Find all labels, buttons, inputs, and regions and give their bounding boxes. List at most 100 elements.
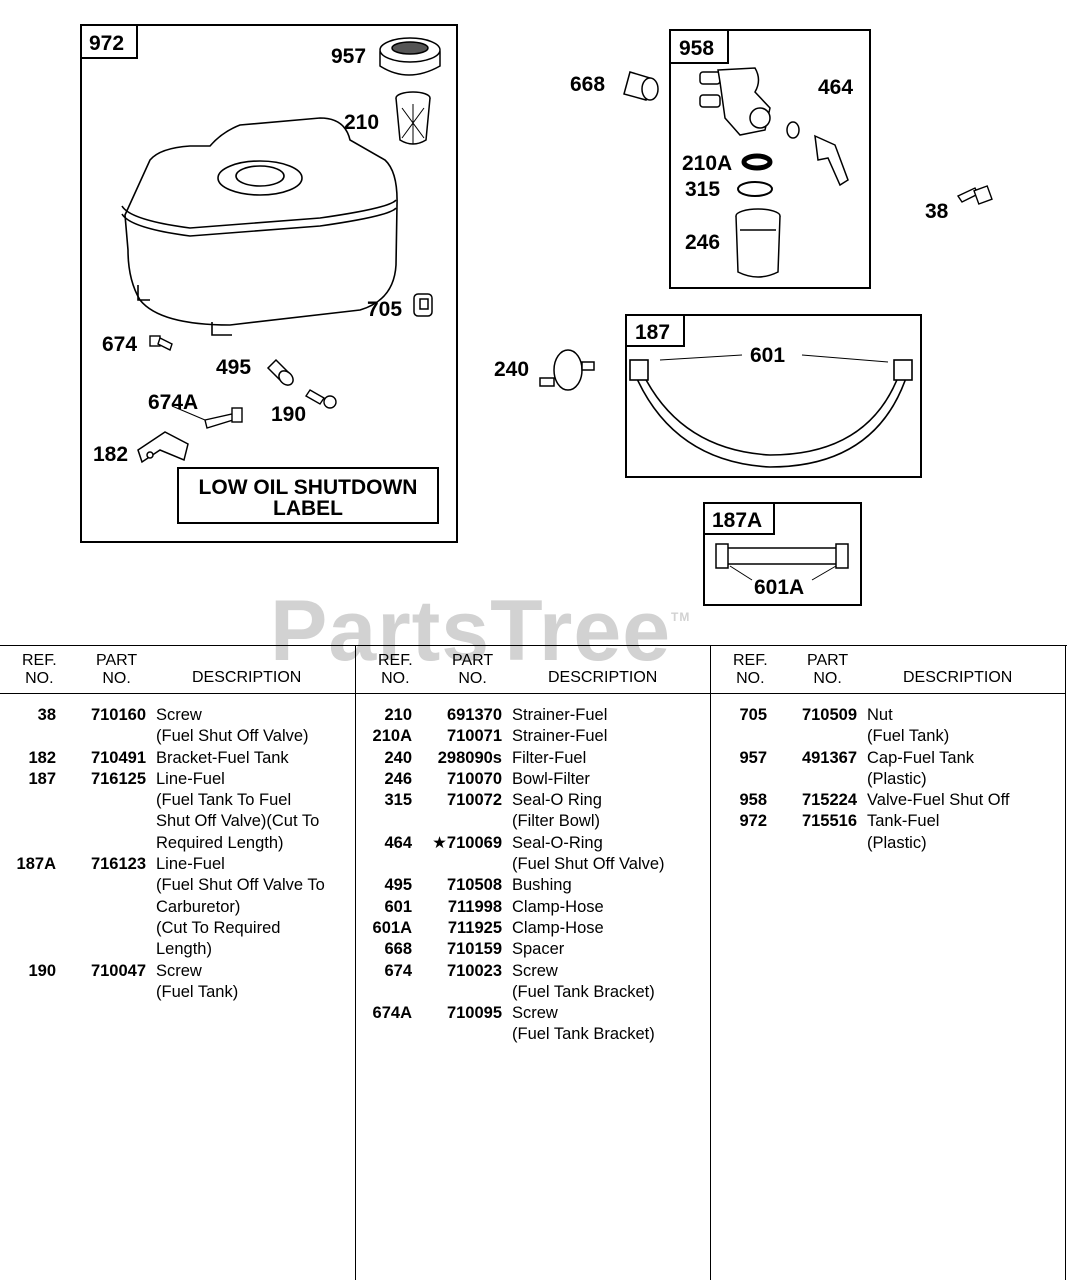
shutoff-valve-drawing [699,67,849,187]
part-description: Screw [512,1004,558,1023]
ref-number: 972 [739,812,767,831]
fuel-line-187-drawing [629,354,913,468]
header-description: DESCRIPTION [903,669,1013,686]
part-number: 710047 [90,961,146,980]
part-description: Strainer-Fuel [512,727,608,746]
fuel-tank-drawing [121,117,398,336]
part-number: 710071 [446,727,502,746]
ref-number: 210 [384,706,412,724]
header-description: DESCRIPTION [192,669,302,686]
part-description: Seal-O-Ring [512,833,603,852]
filter-bowl-246 [735,208,781,278]
part-description-note: (Fuel Tank Bracket) [512,982,655,1001]
ref-number: 187A [16,855,56,874]
table-row: 187A 716123 Line-Fuel (Fuel Shut Off Valve … [0,854,355,960]
callout-464: 464 [818,76,853,99]
table-row: 182 710491 Bracket-Fuel Tank [0,748,355,769]
assembly-187: 187 [625,314,922,478]
screw-190 [305,389,337,409]
part-description-note: Required Length) [156,833,284,852]
callout-190: 190 [271,403,306,426]
ref-number: 668 [384,940,412,959]
part-number: 710160 [90,706,146,724]
part-description: Screw [512,961,558,980]
oring-315 [737,181,773,197]
part-number: 710159 [446,940,502,959]
part-number: 710491 [90,748,146,767]
ref-number: 705 [739,706,767,724]
ref-number: 182 [28,748,56,767]
spacer-668 [623,71,659,101]
bracket-182 [137,431,189,464]
ref-number: 210A [372,727,412,746]
ref-number: 187 [28,769,56,788]
part-number: 715224 [801,791,857,810]
part-description-note: (Plastic) [867,833,927,852]
part-description: Bracket-Fuel Tank [156,748,289,767]
fuel-cap-957 [379,37,441,76]
part-number: ★710069 [432,833,502,852]
part-description: Screw [156,961,202,980]
part-description-note: Shut Off Valve)(Cut To [156,812,320,831]
label-line-2: LABEL [273,497,343,520]
part-description-note: (Fuel Tank To Fuel [156,791,292,810]
table-row: 958 715224 Valve-Fuel Shut Off [711,790,1065,811]
part-number: 716125 [90,769,146,788]
part-description-note: (Fuel Shut Off Valve) [512,855,665,874]
callout-labels: 957 210 705 674 495 674A 190 182 668 464… [93,45,949,599]
ref-number: 601 [384,897,412,916]
part-number: 710072 [446,791,502,810]
strainer-210 [395,91,431,145]
part-description: Clamp-Hose [512,897,604,916]
parts-diagram: 972 [80,24,993,606]
part-description: Filter-Fuel [512,748,587,767]
callout-957: 957 [331,45,366,68]
ref-number: 246 [384,769,412,788]
box-label-187: 187 [635,321,670,344]
part-number: 710023 [446,961,502,980]
ref-number: 674A [372,1004,412,1023]
part-description: Line-Fuel [156,855,225,874]
part-description: Nut [867,706,893,724]
callout-674: 674 [102,333,137,356]
part-description: Valve-Fuel Shut Off [867,791,1010,810]
part-description-note: (Fuel Tank) [867,727,950,746]
part-description: Cap-Fuel Tank [867,748,975,767]
part-number: 716123 [90,855,146,874]
assembly-972: 972 [80,24,458,543]
part-description-note: (Fuel Shut Off Valve To [156,876,325,895]
part-description-note: (Cut To Required [156,918,281,937]
washer-210a [741,153,773,171]
box-label-958: 958 [679,37,714,60]
ref-number: 240 [384,748,412,767]
ref-number: 958 [739,791,767,810]
partstree-watermark: PartsTreeTM [270,583,691,679]
table-top-rule [0,645,1067,646]
callout-240: 240 [494,358,529,381]
part-number: 715516 [801,812,857,831]
part-description: Seal-O Ring [512,791,602,810]
part-number: 710070 [446,769,502,788]
part-description: Bushing [512,876,572,895]
part-number: 710508 [446,876,502,895]
part-description-note: (Filter Bowl) [512,812,601,831]
table-row: 210A 710071 Strainer-Fuel [356,726,711,747]
